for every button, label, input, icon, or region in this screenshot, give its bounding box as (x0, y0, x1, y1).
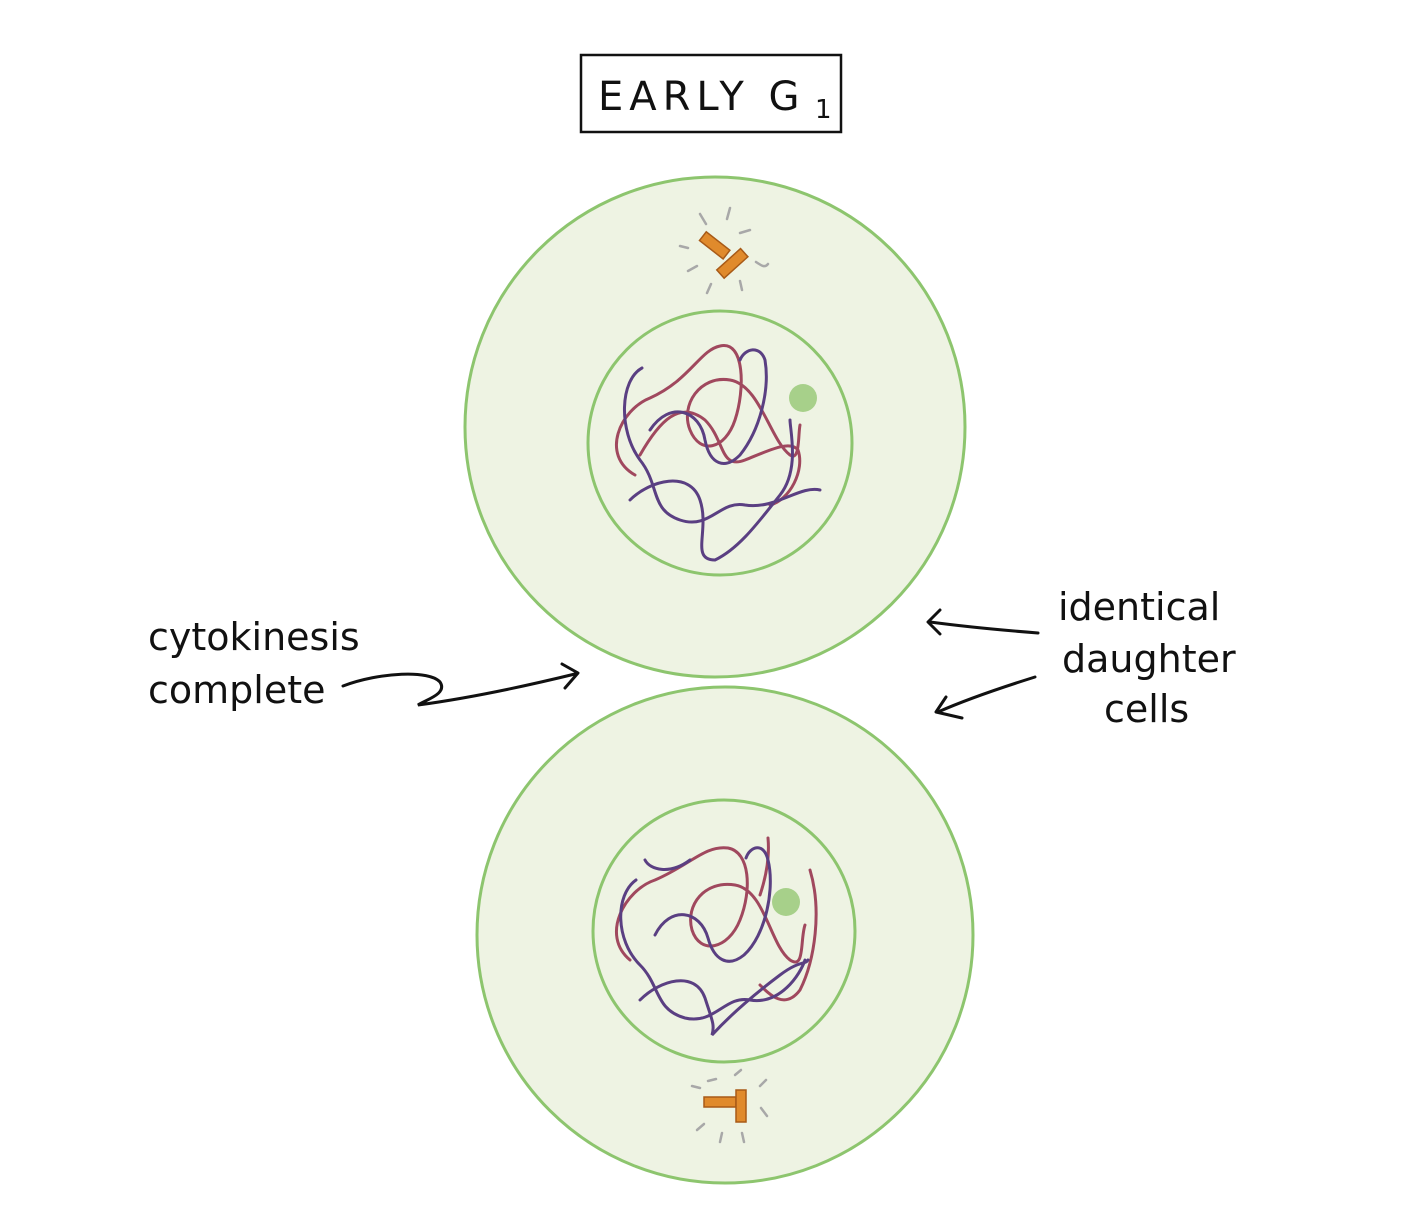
daughter-arrow-upper (928, 620, 1040, 635)
title-subscript: 1 (815, 95, 838, 125)
chromatin-strand-purple (619, 878, 807, 1021)
chromatin-strand-purple (628, 418, 794, 562)
chromatin-strand-red (614, 846, 807, 964)
centriole (735, 1089, 747, 1123)
cytokinesis-label-line2: complete (148, 668, 326, 712)
nucleolus-bottom (772, 888, 800, 916)
chromatin-strand-red (638, 410, 802, 507)
centrosome-bottom (690, 1068, 769, 1144)
centriole (703, 1096, 737, 1108)
cytokinesis-arrow (341, 672, 577, 707)
daughter-label-line2: daughter (1062, 637, 1236, 681)
nucleolus-top (789, 384, 817, 412)
centriole (698, 230, 731, 261)
cytokinesis-arrowhead (560, 662, 580, 690)
daughter-arrowhead-upper (926, 608, 942, 636)
centriole (715, 247, 749, 280)
cytokinesis-annotation: cytokinesis complete (148, 615, 580, 712)
chromatin-strand-purple (648, 348, 768, 465)
chromatin-strand-red (615, 344, 802, 477)
title-frame (579, 53, 843, 134)
chromatin-top (615, 344, 822, 562)
chromatin-strand-purple (653, 846, 772, 963)
daughter-label-line1: identical (1058, 585, 1220, 629)
daughter-arrow-lower (936, 675, 1037, 714)
daughter-label-line3: cells (1104, 687, 1189, 731)
chromatin-bottom (614, 836, 818, 1037)
daughter-arrowhead-lower (934, 695, 964, 720)
pericentriolar-material (690, 1068, 769, 1144)
chromatin-strand-purple (623, 366, 822, 524)
chromatin-strand-purple (643, 858, 692, 871)
chromatin-strand-red (758, 836, 770, 897)
pericentriolar-material (678, 206, 770, 295)
title-box: EARLY G 1 (579, 53, 843, 134)
daughter-cell-top (463, 175, 967, 679)
title-text: EARLY G (598, 74, 806, 120)
daughter-cell-bottom (475, 685, 975, 1185)
centrosome-top (678, 206, 770, 295)
cytokinesis-label-line1: cytokinesis (148, 615, 360, 659)
chromatin-strand-purple (638, 958, 810, 1037)
daughter-cells-annotation: identical daughter cells (926, 585, 1236, 731)
